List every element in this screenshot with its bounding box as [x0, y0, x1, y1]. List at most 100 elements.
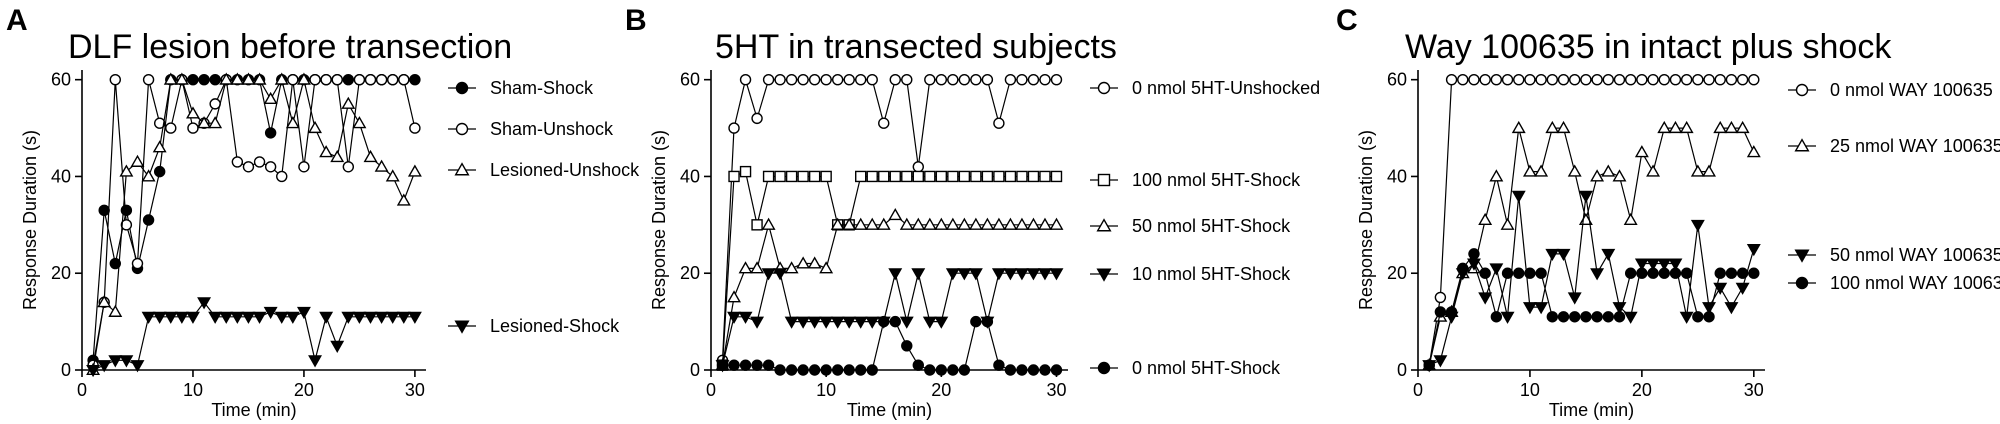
- data-point: [1500, 311, 1515, 324]
- data-point: [970, 73, 982, 86]
- data-point: [309, 73, 321, 86]
- data-point: [1016, 170, 1028, 183]
- data-point: [970, 170, 982, 183]
- data-point: [1027, 364, 1040, 376]
- data-point: [186, 106, 200, 119]
- data-point: [108, 304, 123, 317]
- data-point: [409, 73, 421, 86]
- data-point: [808, 73, 821, 86]
- data-point: [1591, 311, 1603, 323]
- series-3: [1423, 248, 1760, 371]
- data-point: [1647, 267, 1659, 279]
- data-point: [878, 315, 890, 328]
- legend-label: Sham-Shock: [490, 78, 594, 98]
- chart-title: DLF lesion before transection: [68, 28, 512, 66]
- data-point: [1746, 244, 1761, 257]
- data-point: [866, 364, 878, 376]
- data-point: [398, 73, 410, 86]
- data-point: [728, 170, 740, 183]
- data-point: [209, 73, 221, 86]
- data-point: [808, 364, 821, 376]
- data-point: [153, 117, 166, 129]
- data-point: [945, 268, 960, 281]
- series-line: [92, 77, 416, 366]
- data-point: [341, 96, 356, 109]
- legend-marker: [455, 122, 469, 136]
- data-point: [797, 73, 809, 86]
- legend-marker: [1794, 138, 1810, 152]
- data-point: [285, 116, 300, 129]
- x-axis-label: Time (min): [211, 400, 296, 420]
- legend-marker: [454, 162, 470, 176]
- data-point: [219, 311, 234, 324]
- data-point: [739, 165, 752, 178]
- legend-entry: 0 nmol WAY 100635: [1788, 80, 1993, 100]
- data-point: [843, 364, 855, 376]
- data-point: [727, 290, 741, 303]
- data-point: [174, 311, 189, 324]
- legend-entry: 50 nmol WAY 100635: [1788, 245, 2000, 265]
- data-point: [163, 311, 178, 324]
- data-point: [853, 217, 868, 230]
- data-point: [993, 359, 1005, 371]
- data-point: [934, 217, 949, 230]
- data-point: [287, 73, 299, 86]
- legend-label: 25 nmol WAY 100635: [1830, 136, 2000, 156]
- data-point: [1478, 292, 1493, 305]
- data-point: [865, 316, 880, 329]
- data-point: [364, 73, 377, 86]
- data-point: [374, 311, 389, 324]
- data-point: [958, 73, 971, 86]
- data-point: [1690, 164, 1705, 177]
- y-tick-label: 0: [690, 360, 700, 380]
- data-point: [842, 217, 857, 230]
- data-point: [263, 306, 278, 320]
- series-line: [92, 79, 415, 361]
- data-point: [924, 170, 936, 183]
- data-point: [981, 73, 994, 86]
- data-point: [912, 170, 924, 183]
- data-point: [784, 316, 799, 329]
- data-point: [208, 311, 223, 324]
- data-point: [796, 316, 811, 329]
- data-point: [819, 316, 834, 329]
- data-point: [762, 73, 775, 86]
- data-point: [1004, 73, 1017, 86]
- data-point: [751, 112, 763, 125]
- legend-label: Sham-Unshock: [490, 119, 614, 139]
- data-point: [198, 73, 210, 86]
- data-point: [1636, 73, 1648, 86]
- data-point: [187, 122, 199, 134]
- data-point: [1535, 73, 1547, 86]
- x-tick-label: 20: [294, 380, 314, 400]
- x-tick-label: 0: [77, 380, 87, 400]
- data-point: [1457, 262, 1469, 275]
- data-point: [1591, 73, 1603, 86]
- data-point: [1735, 282, 1750, 295]
- data-point: [1746, 145, 1761, 158]
- data-point: [1724, 120, 1739, 134]
- data-point: [968, 268, 983, 281]
- data-point: [901, 73, 913, 86]
- data-point: [1657, 258, 1672, 271]
- data-point: [1556, 120, 1571, 134]
- data-point: [187, 73, 199, 86]
- x-axis-label: Time (min): [1549, 400, 1634, 420]
- data-point: [352, 311, 367, 324]
- legend-entry: Lesioned-Unshock: [448, 160, 640, 180]
- y-tick-label: 40: [1387, 166, 1407, 186]
- x-tick-label: 20: [1632, 380, 1652, 400]
- data-point: [1545, 120, 1560, 134]
- data-point: [1534, 302, 1549, 315]
- x-tick-label: 0: [706, 380, 716, 400]
- data-point: [1736, 267, 1749, 279]
- data-point: [263, 91, 278, 105]
- data-point: [935, 73, 948, 86]
- data-point: [1658, 267, 1670, 279]
- data-point: [109, 257, 121, 270]
- data-point: [186, 311, 200, 324]
- x-axis-label: Time (min): [847, 400, 932, 420]
- y-axis-label: Response Duration (s): [1356, 130, 1376, 310]
- data-point: [831, 364, 844, 376]
